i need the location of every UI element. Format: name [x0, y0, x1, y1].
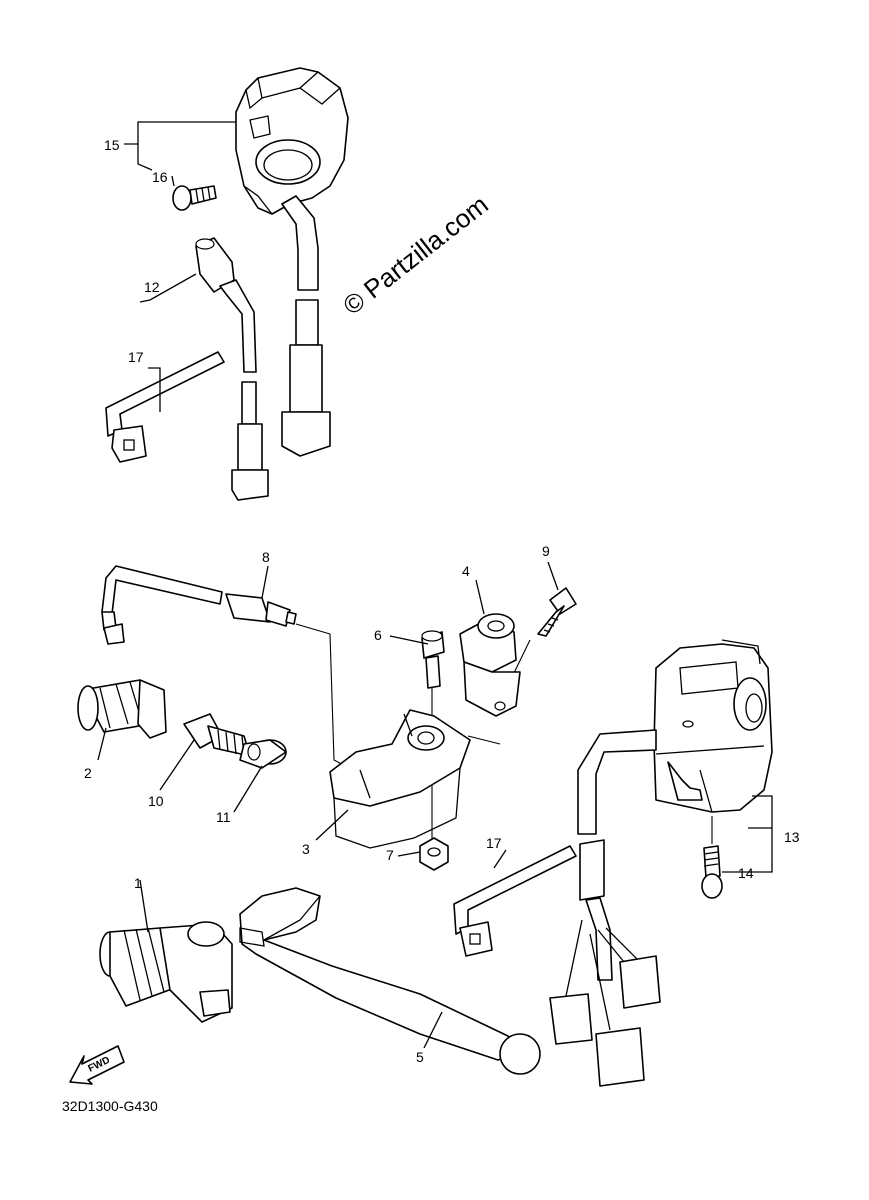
- bolt-6: [421, 630, 445, 689]
- clutch-lever-5: [239, 887, 541, 1075]
- cable-tie-17-lower: [453, 845, 577, 957]
- adjuster-10: [183, 713, 251, 757]
- callout-17-lower: 17: [486, 835, 502, 851]
- callout-leaders: [97, 121, 773, 1049]
- cable-tie-17-top: [105, 351, 225, 463]
- callout-17-top: 17: [128, 349, 144, 365]
- callout-10: 10: [148, 793, 164, 809]
- clutch-switch-8: [101, 565, 297, 645]
- lever-holder-3: [329, 709, 471, 849]
- callout-1: 1: [134, 875, 142, 891]
- fwd-arrow-icon: FWD: [69, 1045, 125, 1085]
- screw-16: [172, 185, 217, 211]
- screw-14: [701, 816, 723, 899]
- bracket-4: [459, 613, 521, 717]
- callout-7: 7: [386, 847, 394, 863]
- callout-12: 12: [144, 279, 160, 295]
- boot-2: [77, 679, 167, 739]
- right-switch-13: [549, 639, 773, 1087]
- callout-6: 6: [374, 627, 382, 643]
- hot-start-lever-1: [99, 921, 233, 1023]
- callout-2: 2: [84, 765, 92, 781]
- callout-16: 16: [152, 169, 168, 185]
- nut-7: [419, 837, 449, 871]
- callout-numbers: 15 16 12 17 8 4 9 6 2 10 11 3 7 17 1 5 1…: [84, 137, 800, 1065]
- bolt-9: [537, 587, 577, 637]
- callout-3: 3: [302, 841, 310, 857]
- diagram-code: 32D1300-G430: [62, 1098, 158, 1114]
- callout-14: 14: [738, 865, 754, 881]
- callout-8: 8: [262, 549, 270, 565]
- sensor-12: [195, 237, 269, 501]
- callout-13: 13: [784, 829, 800, 845]
- callout-11: 11: [216, 809, 231, 825]
- lock-nut-11: [239, 739, 287, 769]
- left-switch-assembly: [235, 67, 349, 457]
- callout-15: 15: [104, 137, 120, 153]
- watermark: © Partzilla.com: [337, 189, 494, 321]
- callout-5: 5: [416, 1049, 424, 1065]
- callout-4: 4: [462, 563, 470, 579]
- callout-9: 9: [542, 543, 550, 559]
